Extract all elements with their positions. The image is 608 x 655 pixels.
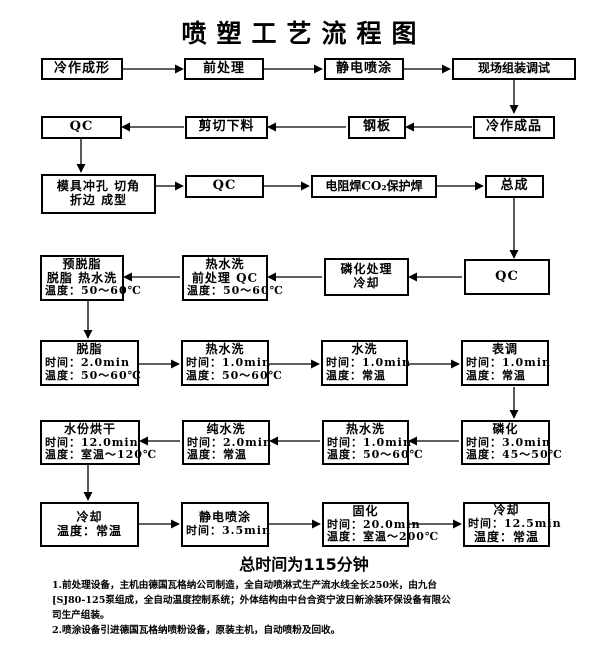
step-qc-right: QC [464, 259, 550, 295]
note-line: 司生产组装。 [52, 610, 110, 621]
step-line: 折边 成型 [69, 193, 128, 207]
step-cooling-2: 冷却 时间：12.5min 温度：常温 [463, 502, 562, 547]
step-line: 脱脂 热水洗 [46, 270, 118, 285]
page-title: 喷塑工艺流程图 [181, 19, 427, 48]
step-line: 时间：12.0min [45, 435, 139, 449]
step-pure-wash: 纯水洗 时间：2.0min 温度：常温 [182, 420, 272, 465]
step-hot-wash-1: 热水洗 时间：1.0min 温度：50～60℃ [181, 340, 283, 386]
step-line: 冷却 [76, 509, 103, 524]
step-assembly: 总成 [485, 175, 544, 198]
step-line: 静电喷涂 [198, 510, 251, 525]
note-line: 2.喷涂设备引进德国瓦格纳喷粉设备，原装主机，自动喷粉及回收。 [52, 625, 341, 636]
step-line: 预脱脂 [62, 256, 102, 271]
step-line: 时间：2.0min [45, 356, 130, 370]
step-qc-top: QC [41, 116, 122, 139]
step-pre-degrease: 预脱脂 脱脂 热水洗 温度：50～60℃ [40, 255, 142, 301]
step-line: 温度：50～60℃ [45, 284, 142, 298]
note-line: [SJ80-125泵组成，全自动温度控制系统；外体结构由中台合资宁波日新涂装环保… [52, 595, 451, 606]
step-line: 温度：常温 [466, 368, 526, 382]
step-line: 温度：常温 [326, 368, 386, 382]
step-line: 纯水洗 [206, 421, 246, 436]
step-line: 温度：室温～120℃ [45, 448, 158, 462]
step-line: 表调 [491, 342, 518, 357]
step-cooling-1: 冷却 温度：常温 [40, 502, 139, 547]
step-line: 水洗 [351, 342, 378, 357]
step-line: 时间：3.0min [466, 435, 551, 449]
step-line: 温度：50～60℃ [187, 284, 284, 298]
step-degrease: 脱脂 时间：2.0min 温度：50～60℃ [40, 340, 142, 386]
note-line: 1.前处理设备，主机由德国瓦格纳公司制造，全自动喷淋式生产流水线全长250米，由… [52, 580, 438, 591]
step-line: 温度：常温 [56, 523, 122, 538]
step-line: 时间：1.0min [326, 356, 411, 370]
step-line: 时间：1.0min [186, 356, 271, 370]
step-hot-wash-pre: 热水洗 前处理 QC 温度：50～60℃ [182, 255, 284, 301]
step-line: 脱脂 [76, 342, 103, 357]
step-line: 磷化处理 [340, 262, 393, 277]
step-line: 磷化 [492, 421, 519, 436]
step-line: 温度：50～60℃ [45, 368, 142, 382]
step-qc-mid: QC [185, 175, 264, 198]
step-line: 冷却 [353, 276, 380, 290]
step-phosphating: 磷化 时间：3.0min 温度：45～50℃ [461, 420, 563, 465]
step-line: 时间：12.5min [468, 517, 562, 531]
step-line: 温度：室温～200℃ [327, 530, 440, 544]
step-line: 冷却 [493, 503, 520, 518]
notes: 1.前处理设备，主机由德国瓦格纳公司制造，全自动喷淋式生产流水线全长250米，由… [52, 578, 562, 638]
step-line: 温度：50～60℃ [186, 368, 283, 382]
step-line: 温度：45～50℃ [466, 448, 563, 462]
step-pretreatment: 前处理 [184, 58, 264, 80]
step-line: 时间：2.0min [187, 435, 272, 449]
step-line: 温度：50～60℃ [327, 448, 424, 462]
step-line: 模具冲孔 切角 [56, 179, 141, 194]
step-curing: 固化 时间：20.0min 温度：室温～200℃ [322, 502, 440, 547]
step-electrostatic-spray: 静电喷涂 [324, 58, 404, 80]
step-line: 前处理 QC [191, 270, 259, 285]
step-line: 温度：常温 [187, 448, 247, 462]
step-line: 时间：1.0min [466, 356, 551, 370]
step-line: 时间：20.0min [327, 517, 421, 531]
step-cold-product: 冷作成品 [473, 116, 555, 139]
step-line: 热水洗 [345, 421, 385, 436]
step-line: 温度：常温 [473, 529, 539, 544]
step-shear-cut: 剪切下料 [185, 116, 268, 139]
step-site-assembly: 现场组装调试 [452, 58, 576, 80]
step-phosphate-cool: 磷化处理 冷却 [324, 258, 409, 296]
step-surface-adjust: 表调 时间：1.0min 温度：常温 [461, 340, 551, 386]
step-cold-forming: 冷作成形 [41, 58, 123, 80]
step-hot-wash-2: 热水洗 时间：1.0min 温度：50～60℃ [322, 420, 424, 465]
step-line: 时间：3.5min [186, 524, 271, 538]
step-spray-2: 静电喷涂 时间：3.5min [181, 502, 271, 547]
step-water-wash: 水洗 时间：1.0min 温度：常温 [321, 340, 411, 386]
step-line: 热水洗 [205, 342, 245, 357]
step-punch-forming: 模具冲孔 切角 折边 成型 [41, 174, 156, 214]
step-line: 时间：1.0min [327, 435, 412, 449]
step-line: 固化 [352, 503, 379, 518]
total-time: 总时间为115分钟 [239, 555, 369, 574]
step-dry: 水份烘干 时间：12.0min 温度：室温～120℃ [40, 420, 158, 465]
step-steel-plate: 钢板 [348, 116, 406, 139]
step-line: 水份烘干 [63, 421, 116, 436]
step-line: 热水洗 [205, 256, 245, 271]
step-co2-weld: 电阻焊CO₂保护焊 [311, 175, 437, 198]
